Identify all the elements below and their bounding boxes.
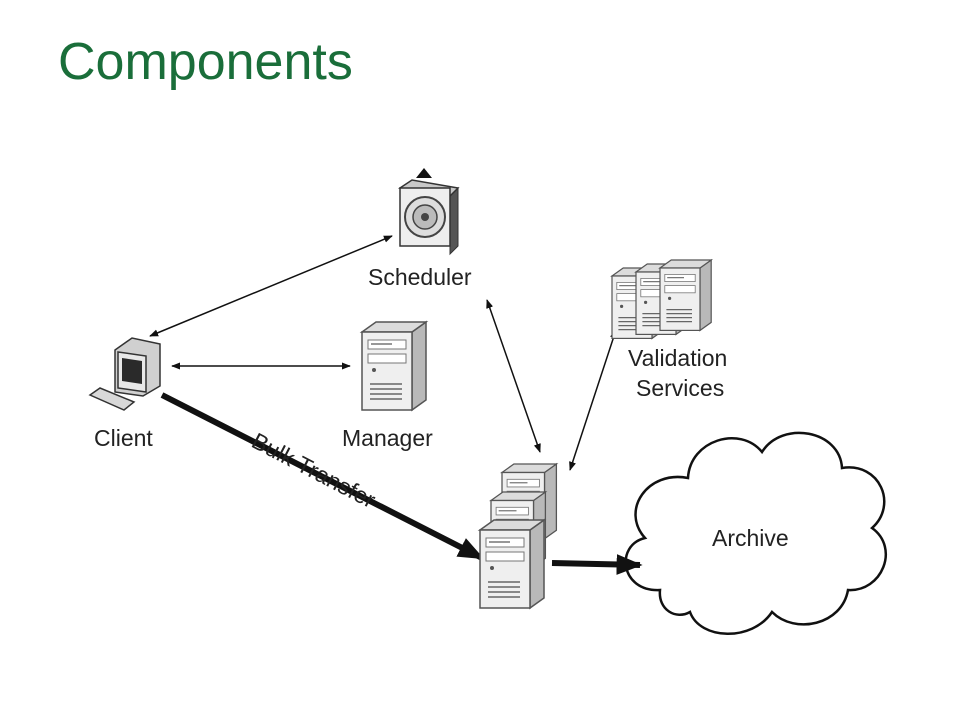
scheduler-label: Scheduler <box>368 264 472 290</box>
scheduler-server-arrow <box>486 299 541 453</box>
central-servers-icon <box>479 463 558 609</box>
validation-servers-icon <box>611 259 712 339</box>
bulk-transfer-arrow <box>160 392 485 561</box>
client-computer-icon <box>88 337 161 411</box>
client-scheduler-arrow <box>149 235 393 337</box>
validation-server-arrow <box>569 329 617 471</box>
manager-label: Manager <box>342 425 433 451</box>
manager-server-icon <box>361 321 427 411</box>
archive-cloud-icon <box>624 431 887 635</box>
server-archive-arrow <box>551 554 643 575</box>
validation-label-line1: Validation <box>628 345 727 371</box>
archive-label: Archive <box>712 525 789 551</box>
slide-title: Components <box>58 33 353 91</box>
scheduler-icon <box>397 168 460 256</box>
client-label: Client <box>94 425 153 451</box>
validation-label-line2: Services <box>636 375 724 401</box>
